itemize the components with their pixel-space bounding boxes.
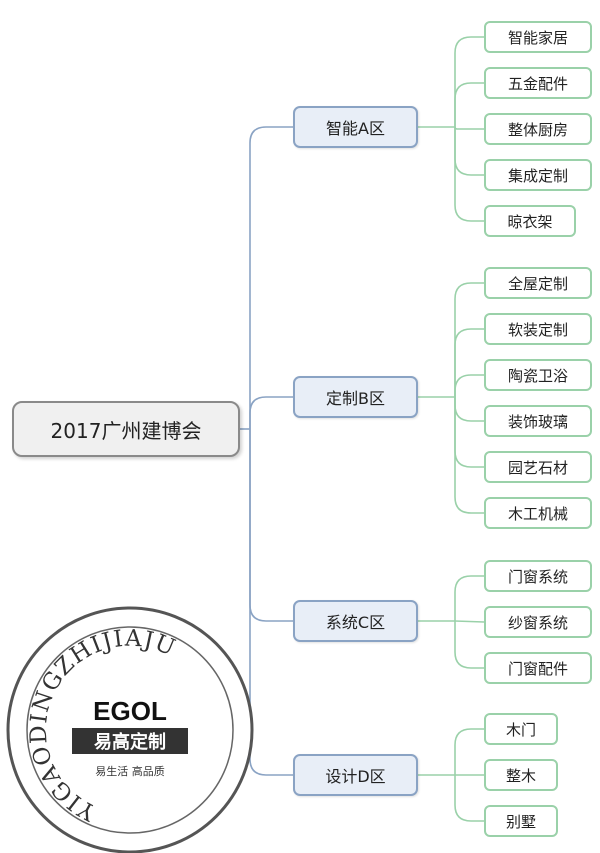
branch-b-link-1 — [454, 282, 484, 397]
seal-brand: EGOL — [93, 696, 167, 726]
branch-b-link-6 — [454, 397, 484, 514]
seal-slogan: 易生活 高品质 — [95, 764, 165, 778]
branch-a-link-5 — [454, 127, 484, 222]
seal-inner-ring — [26, 626, 234, 834]
subtopic-a-5[interactable]: 晾衣架 — [484, 205, 576, 237]
trunk-link-1 — [249, 126, 293, 429]
subtopic-b-4[interactable]: 装饰玻璃 — [484, 405, 592, 437]
subtopic-b-3[interactable]: 陶瓷卫浴 — [484, 359, 592, 391]
branch-a-link-1 — [454, 36, 484, 127]
subtopic-b-5[interactable]: 园艺石材 — [484, 451, 592, 483]
subtopic-d-3[interactable]: 别墅 — [484, 805, 558, 837]
subtopic-c-3[interactable]: 门窗配件 — [484, 652, 592, 684]
subtopic-d-1[interactable]: 木门 — [484, 713, 558, 745]
subtopic-b-2[interactable]: 软装定制 — [484, 313, 592, 345]
topic-zone-a[interactable]: 智能A区 — [293, 106, 418, 148]
central-topic[interactable]: 2017广州建博会 — [12, 401, 240, 457]
branch-b-link-3 — [454, 374, 484, 397]
subtopic-c-2[interactable]: 纱窗系统 — [484, 606, 592, 638]
subtopic-a-4[interactable]: 集成定制 — [484, 159, 592, 191]
subtopic-a-2[interactable]: 五金配件 — [484, 67, 592, 99]
topic-zone-c[interactable]: 系统C区 — [293, 600, 418, 642]
branch-c-link-2 — [454, 620, 485, 623]
branch-d-link-1 — [454, 728, 484, 775]
branch-connectors — [418, 36, 485, 822]
branch-a-link-2 — [454, 82, 484, 127]
subtopic-a-3[interactable]: 整体厨房 — [484, 113, 592, 145]
branch-d-link-3 — [454, 775, 484, 822]
subtopic-b-6[interactable]: 木工机械 — [484, 497, 592, 529]
branch-b-link-2 — [454, 328, 484, 397]
topic-zone-b[interactable]: 定制B区 — [293, 376, 418, 418]
seal-name-band — [72, 728, 188, 754]
subtopic-a-1[interactable]: 智能家居 — [484, 21, 592, 53]
trunk-link-2 — [249, 396, 293, 429]
subtopic-d-2[interactable]: 整木 — [484, 759, 558, 791]
branch-c-link-1 — [454, 575, 484, 621]
seal-name: 易高定制 — [94, 731, 166, 753]
subtopic-b-1[interactable]: 全屋定制 — [484, 267, 592, 299]
subtopic-c-1[interactable]: 门窗系统 — [484, 560, 592, 592]
topic-zone-d[interactable]: 设计D区 — [293, 754, 418, 796]
branch-c-link-3 — [454, 621, 484, 669]
